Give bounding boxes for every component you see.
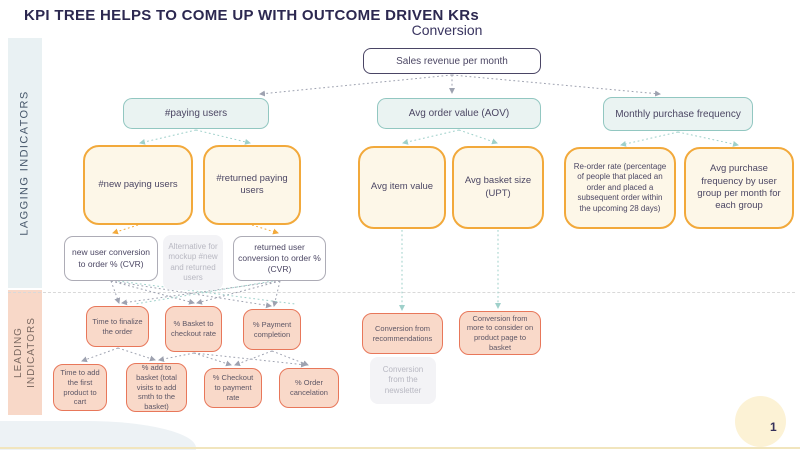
node-avg-item-value: Avg item value	[358, 146, 446, 229]
bottom-right-circle-decoration	[735, 396, 786, 447]
node-new-paying-users: #new paying users	[83, 145, 193, 225]
node-time-to-add-first-product: Time to add the first product to cart	[53, 364, 107, 411]
node-reorder-rate: Re-order rate (percentage of people that…	[564, 147, 676, 229]
node-returned-user-cvr: returned user conversion to order % (CVR…	[233, 236, 326, 281]
node-returned-paying-users: #returned paying users	[203, 145, 301, 225]
node-conversion-more-to-consider: Conversion from more to consider on prod…	[459, 311, 541, 355]
node-new-user-cvr: new user conversion to order % (CVR)	[64, 236, 158, 281]
node-conversion-from-recommendations: Conversion from recommendations	[362, 313, 443, 354]
slide-subtitle: Conversion	[411, 22, 483, 38]
node-sales-revenue-per-month: Sales revenue per month	[363, 48, 541, 74]
node-monthly-purchase-frequency: Monthly purchase frequency	[603, 97, 753, 131]
node-avg-purchase-frequency-by-group: Avg purchase frequency by user group per…	[684, 147, 794, 229]
node-add-to-basket-rate: % add to basket (total visits to add smt…	[126, 363, 187, 412]
node-avg-order-value: Avg order value (AOV)	[377, 98, 541, 129]
node-basket-to-checkout-rate: % Basket to checkout rate	[165, 306, 222, 352]
node-time-to-finalize-order: Time to finalize the order	[86, 306, 149, 347]
page-number: 1	[770, 420, 777, 434]
note-conversion-from-newsletter: Conversion from the newsletter	[370, 357, 436, 404]
node-order-cancelation: % Order cancelation	[279, 368, 339, 408]
note-alternative-mockup: Alternative for mockup #new and returned…	[163, 235, 223, 290]
node-payment-completion: % Payment completion	[243, 309, 301, 350]
bottom-accent-line	[0, 447, 800, 449]
node-checkout-to-payment-rate: % Checkout to payment rate	[204, 368, 262, 408]
lagging-indicators-band: LAGGING INDICATORS	[8, 38, 42, 288]
node-avg-basket-size: Avg basket size (UPT)	[452, 146, 544, 229]
leading-indicators-band: LEADING INDICATORS	[8, 290, 42, 415]
slide-title: KPI TREE HELPS TO COME UP WITH OUTCOME D…	[24, 7, 480, 24]
node-paying-users: #paying users	[123, 98, 269, 129]
